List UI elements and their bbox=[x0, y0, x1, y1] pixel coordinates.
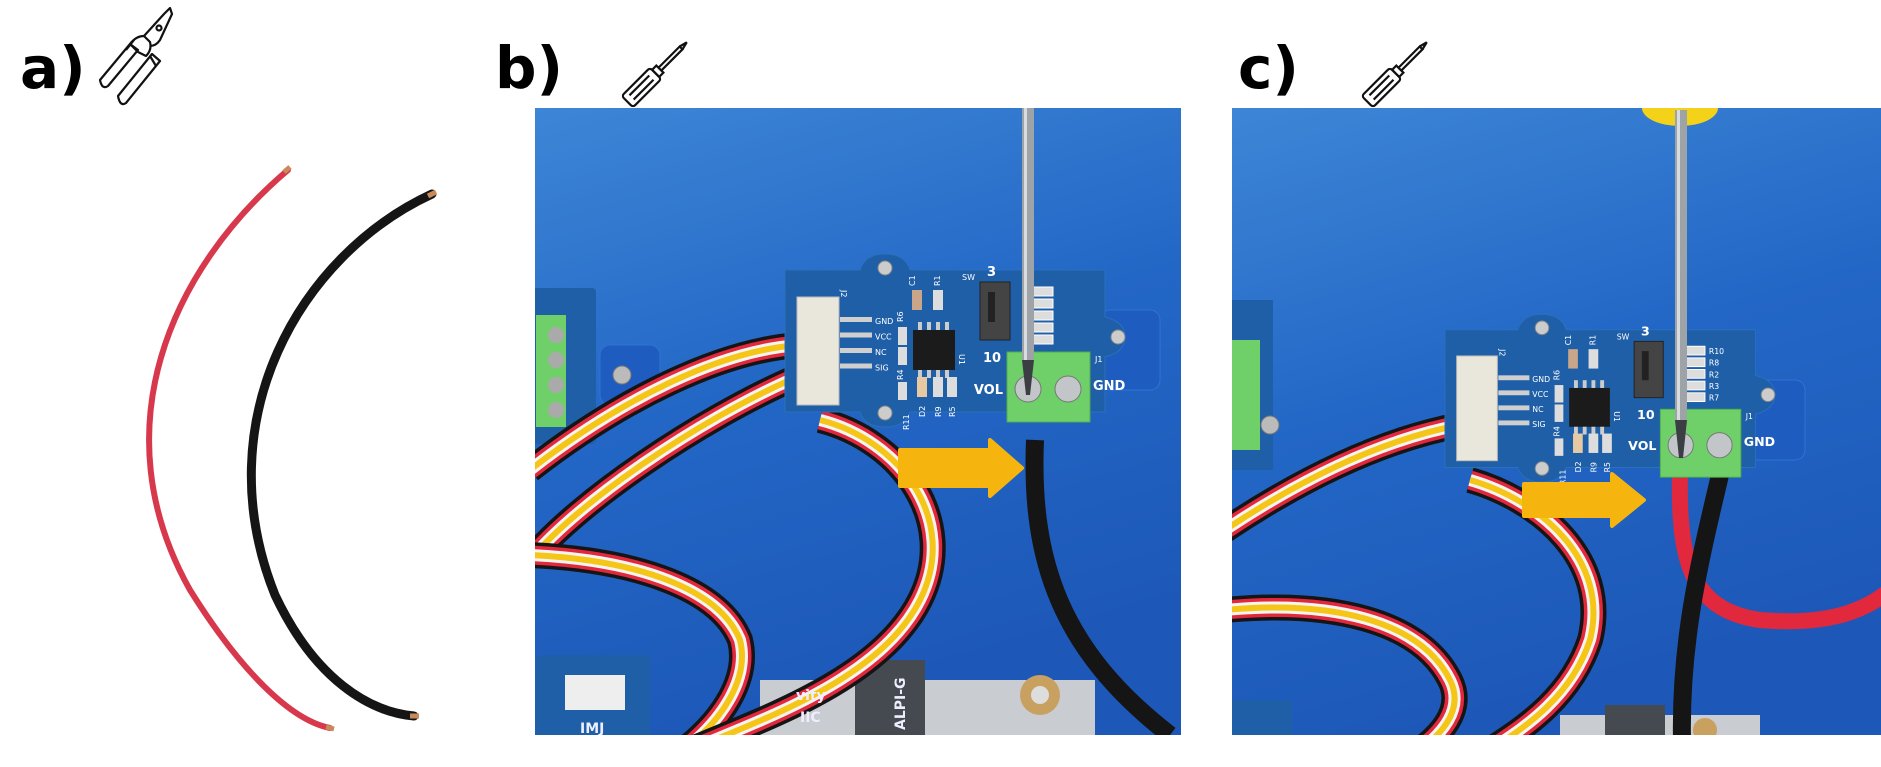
pcb-label: J1 bbox=[1745, 412, 1753, 421]
screwdriver bbox=[1642, 108, 1718, 458]
ribbon-wire bbox=[535, 342, 801, 470]
pin-label: VCC bbox=[875, 333, 892, 342]
pcb-label: 10 bbox=[983, 351, 1001, 366]
screwdriver-icon bbox=[1361, 41, 1428, 108]
pcb-label: 3 bbox=[987, 265, 996, 280]
wire-stripper-pliers-icon bbox=[98, 6, 174, 106]
pin-label: NC bbox=[875, 348, 887, 357]
screwdriver-icon bbox=[621, 41, 688, 108]
pcb-label: R2 bbox=[1709, 370, 1719, 379]
slide-switch bbox=[1633, 340, 1664, 399]
pin-label: VCC bbox=[1532, 390, 1548, 399]
pcb-label: vity bbox=[796, 688, 826, 704]
panel-a-label: a) bbox=[20, 34, 86, 102]
black-wire bbox=[1025, 439, 1176, 735]
pcb-label: SW bbox=[1617, 332, 1630, 341]
pcb-label: R1 bbox=[1588, 335, 1597, 345]
pin-label: SIG bbox=[1532, 420, 1545, 429]
pcb-label: R4 bbox=[896, 369, 905, 380]
screw-gnd bbox=[1054, 375, 1082, 403]
ribbon-wire bbox=[535, 552, 745, 735]
pcb-label: C1 bbox=[1564, 335, 1573, 345]
pcb-label: R10 bbox=[1709, 347, 1724, 356]
pcb-label: R9 bbox=[1589, 462, 1598, 472]
grove-connector bbox=[796, 296, 840, 406]
panel-a: a) bbox=[20, 6, 438, 732]
pcb-label: R4 bbox=[1552, 426, 1561, 436]
pcb-label: C1 bbox=[908, 275, 917, 286]
pcb-label: R8 bbox=[1709, 359, 1719, 368]
panel-b-label: b) bbox=[495, 34, 563, 102]
chip-u1 bbox=[1569, 387, 1610, 427]
pcb-label: R1 bbox=[933, 275, 942, 286]
pcb-label: IIC bbox=[800, 710, 821, 726]
red-wire bbox=[146, 165, 335, 732]
pcb-label: SW bbox=[962, 273, 975, 282]
pcb-label: 10 bbox=[1637, 407, 1655, 422]
red-wire bbox=[1671, 469, 1881, 630]
side-terminal-board bbox=[1232, 300, 1280, 470]
grove-connector bbox=[1456, 355, 1498, 462]
ribbon-cable bbox=[535, 332, 946, 735]
arrow-icon bbox=[898, 438, 1024, 498]
pcb-label: D2 bbox=[918, 406, 927, 417]
pcb-label: 3 bbox=[1641, 324, 1650, 339]
pcb-label: R5 bbox=[948, 406, 957, 417]
pin-label: GND bbox=[875, 317, 893, 326]
pcb-label: GND bbox=[1093, 379, 1126, 394]
pcb-label: R7 bbox=[1709, 394, 1719, 403]
pin-label: SIG bbox=[875, 364, 889, 373]
arrow-icon bbox=[1522, 472, 1646, 528]
pcb-label: R9 bbox=[934, 406, 943, 417]
panel-c-label: c) bbox=[1238, 34, 1299, 102]
ribbon-wire bbox=[1232, 422, 1461, 529]
ribbon-wire bbox=[1232, 604, 1458, 735]
pcb-label: U1 bbox=[1612, 411, 1621, 422]
pin-label: GND bbox=[1532, 375, 1550, 384]
pcb-label: J1 bbox=[1094, 355, 1102, 364]
pcb-label: VOL bbox=[1628, 438, 1656, 453]
pcb-label: ALPI-G bbox=[893, 677, 909, 730]
bottom-board-labels: IMJ vity IIC ALPI-G bbox=[580, 677, 909, 737]
pcb-label: R11 bbox=[1558, 470, 1567, 485]
ribbon-wire bbox=[535, 377, 792, 559]
pcb-label: R3 bbox=[1709, 382, 1719, 391]
black-wire bbox=[246, 189, 438, 721]
pcb-label: U1 bbox=[957, 354, 966, 365]
pcb-label: R5 bbox=[1603, 462, 1612, 472]
pcb-label: R6 bbox=[896, 311, 905, 322]
panel-b: b) bbox=[495, 34, 1181, 737]
pin-label: NC bbox=[1532, 405, 1543, 414]
pcb-label: R11 bbox=[902, 414, 911, 430]
black-wire bbox=[1672, 472, 1729, 735]
pcb-label: J2 bbox=[1497, 348, 1506, 356]
screw-gnd bbox=[1706, 432, 1733, 459]
pcb-label: R6 bbox=[1552, 370, 1561, 380]
pcb-label: D2 bbox=[1574, 461, 1583, 472]
ribbon-wire bbox=[718, 417, 936, 735]
pcb-label: GND bbox=[1744, 434, 1775, 449]
screwdriver bbox=[1022, 108, 1034, 395]
bottom-boards bbox=[1232, 700, 1760, 735]
pcb-label: IMJ bbox=[580, 721, 604, 737]
pcb-label: VOL bbox=[974, 383, 1003, 398]
pcb-label: J2 bbox=[839, 289, 848, 297]
side-terminal-board bbox=[535, 288, 632, 444]
chip-u1 bbox=[913, 330, 955, 370]
